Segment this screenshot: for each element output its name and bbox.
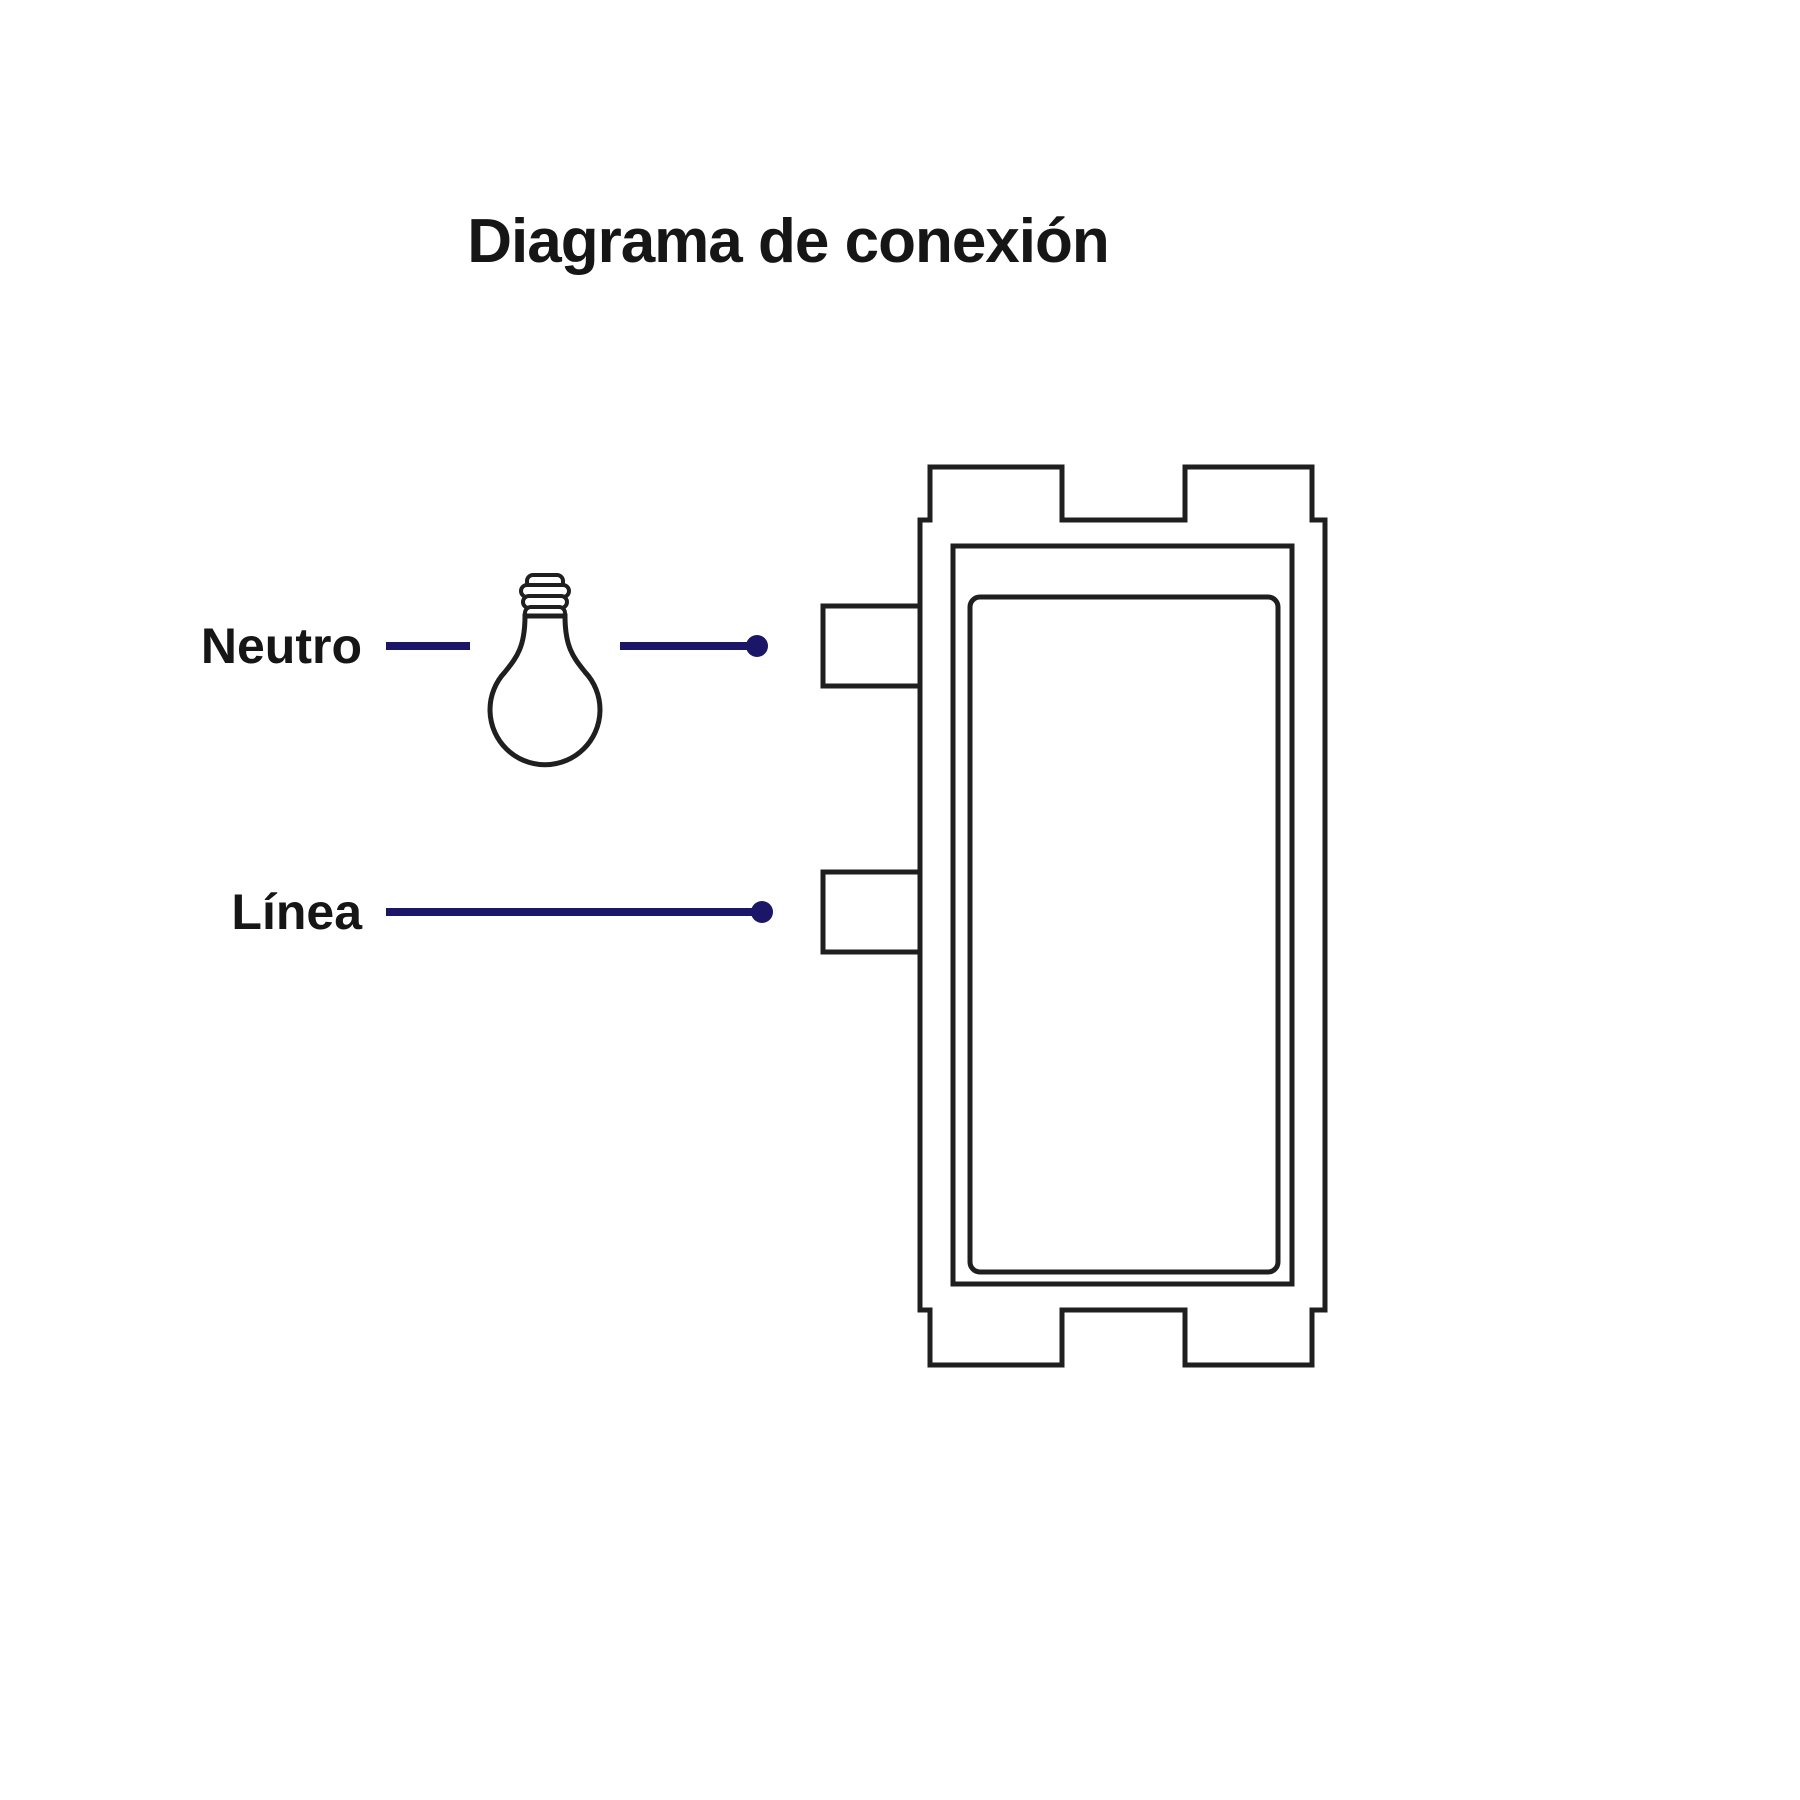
switch-module bbox=[820, 464, 1328, 1368]
diagram-title: Diagrama de conexión bbox=[467, 207, 1109, 276]
switch-rocker bbox=[967, 594, 1281, 1275]
linea-connection-dot bbox=[751, 901, 773, 923]
switch-terminal-bottom bbox=[820, 869, 923, 955]
neutro-connection-dot bbox=[746, 635, 768, 657]
light-bulb-icon bbox=[487, 573, 603, 768]
neutro-wire bbox=[386, 635, 768, 657]
neutro-label: Neutro bbox=[201, 618, 362, 674]
linea-label: Línea bbox=[231, 884, 363, 940]
switch-terminal-top bbox=[820, 603, 923, 689]
bulb-globe bbox=[487, 613, 603, 768]
linea-wire bbox=[386, 901, 773, 923]
